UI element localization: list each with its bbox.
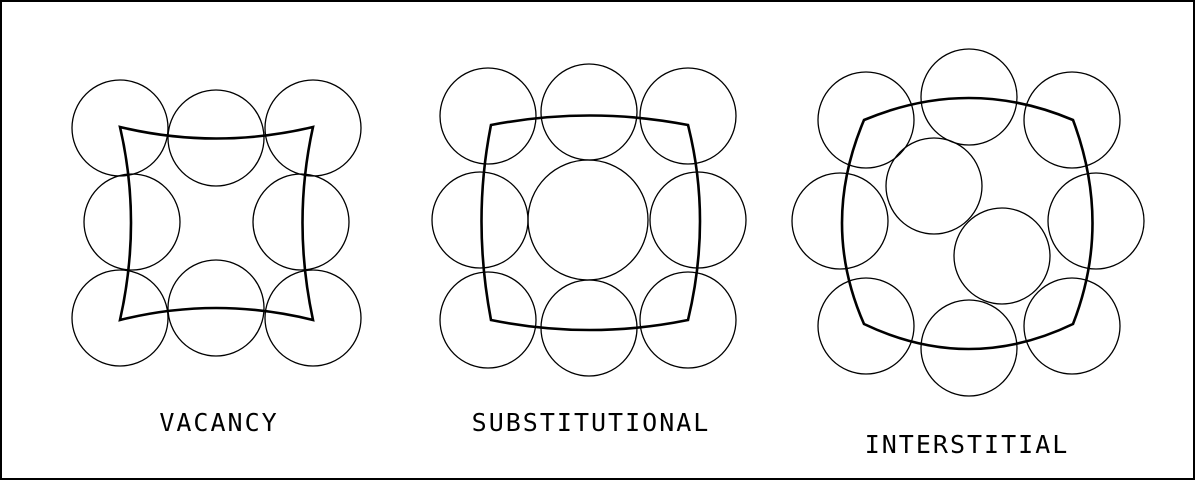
interstitial-atom-circle <box>885 137 983 235</box>
atom-circle <box>639 67 737 165</box>
atom-circle <box>264 269 362 367</box>
lattice-distortion-outline <box>840 96 1094 351</box>
atom-circle <box>167 259 265 357</box>
vacancy-label: VACANCY <box>159 408 279 437</box>
atom-circle <box>1047 172 1145 270</box>
atom-circle <box>920 299 1018 397</box>
interstitial-label: INTERSTITIAL <box>864 430 1070 459</box>
atom-circle <box>439 271 537 369</box>
atom-circle <box>431 171 529 269</box>
substitutional-label: SUBSTITUTIONAL <box>471 408 711 437</box>
interstitial-atom-circle <box>953 207 1051 305</box>
atom-circle <box>817 277 915 375</box>
atom-circle <box>817 71 915 169</box>
atom-circle <box>920 48 1018 146</box>
vacancy-panel <box>71 79 362 367</box>
atom-circle <box>71 269 169 367</box>
atom-circle <box>439 67 537 165</box>
substitutional-panel <box>431 63 747 377</box>
atom-circle <box>1023 71 1121 169</box>
atom-circle <box>540 63 638 161</box>
impurity-atom-circle <box>527 159 649 281</box>
atom-circle <box>1023 277 1121 375</box>
atom-circle <box>791 172 889 270</box>
lattice-distortion-outline <box>118 125 315 322</box>
atom-circle <box>639 271 737 369</box>
atom-circle <box>167 89 265 187</box>
atom-circle <box>83 173 181 271</box>
atom-circle <box>252 173 350 271</box>
lattice-distortion-outline <box>480 114 702 332</box>
interstitial-panel <box>791 48 1145 397</box>
